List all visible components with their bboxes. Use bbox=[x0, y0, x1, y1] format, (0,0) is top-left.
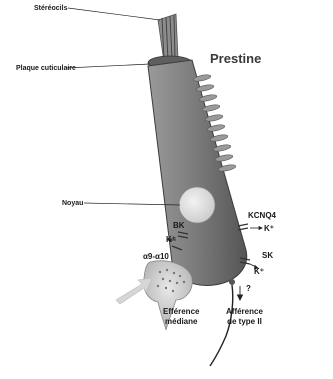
efferent-arrow bbox=[116, 278, 152, 304]
label-noyau: Noyau bbox=[62, 200, 83, 207]
label-alpha9-alpha10: α9-α10 bbox=[143, 253, 169, 261]
label-plaque-cuticulaire: Plaque cuticulaire bbox=[16, 65, 76, 72]
efference-line1: Efférence bbox=[163, 307, 199, 317]
label-k-plus-sk: K⁺ bbox=[254, 268, 264, 276]
label-question: ? bbox=[246, 285, 251, 293]
label-k-plus-bk: K⁺ bbox=[166, 236, 176, 244]
afference-line1: Afférence bbox=[226, 307, 263, 317]
label-afference-type2: Afférence de type II bbox=[226, 307, 263, 327]
label-efference-mediane: Efférence médiane bbox=[163, 307, 199, 327]
nucleus bbox=[179, 187, 215, 223]
label-bk: BK bbox=[173, 222, 185, 230]
efference-line2: médiane bbox=[163, 317, 199, 327]
label-sk: SK bbox=[262, 252, 273, 260]
label-stereocils: Stéréocils bbox=[34, 5, 67, 12]
label-k-plus-kcnq4: K⁺ bbox=[264, 225, 274, 233]
stereocilia bbox=[158, 14, 178, 62]
label-kcnq4: KCNQ4 bbox=[248, 212, 276, 220]
question-arrow bbox=[238, 286, 243, 300]
afference-line2: de type II bbox=[226, 317, 263, 327]
label-prestine: Prestine bbox=[210, 52, 261, 65]
